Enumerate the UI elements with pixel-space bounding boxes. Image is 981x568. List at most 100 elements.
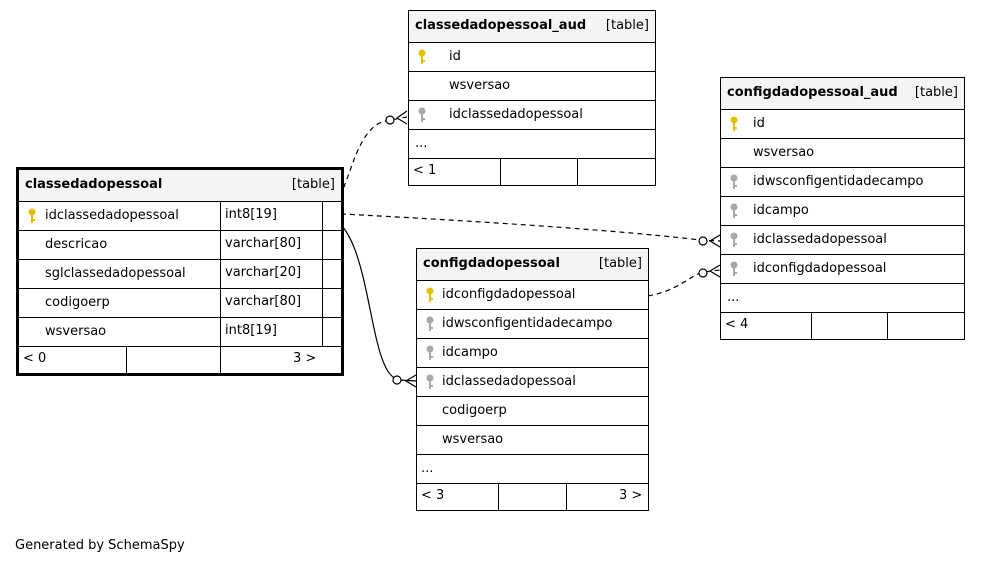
- column-divider: [322, 260, 323, 288]
- column-row[interactable]: wsversao int8[19]: [19, 318, 341, 347]
- table-footer: < 0 3 >: [19, 347, 341, 373]
- gold-key-icon: [730, 116, 738, 131]
- column-type: varchar[20]: [220, 260, 322, 288]
- column-name: idclassedadopessoal: [449, 107, 583, 122]
- column-type: int8[19]: [220, 318, 322, 346]
- column-divider: [322, 289, 323, 317]
- ellipsis: ...: [421, 461, 434, 476]
- column-name: codigoerp: [442, 403, 507, 418]
- column-row[interactable]: idclassedadopessoal int8[19]: [19, 202, 341, 231]
- ellipsis-row: ...: [721, 284, 964, 313]
- column-name: idclassedadopessoal: [442, 374, 576, 389]
- column-name: wsversao: [442, 432, 504, 447]
- footer-divider: [498, 484, 499, 510]
- column-divider: [322, 231, 323, 259]
- generated-by-credit: Generated by SchemaSpy: [15, 538, 185, 553]
- zero-many-marker: [698, 236, 708, 246]
- table-name: configdadopessoal_aud: [727, 85, 898, 100]
- table-header: configdadopessoal [table]: [417, 249, 648, 281]
- column-row[interactable]: id: [721, 110, 964, 139]
- fk-line-configdadopessoal-aud-config: [647, 269, 721, 297]
- gray-key-icon: [730, 261, 738, 276]
- parent-count: < 1: [413, 163, 437, 178]
- column-name: idcampo: [753, 203, 809, 218]
- column-row[interactable]: idwsconfigentidadecampo: [417, 310, 648, 339]
- column-row[interactable]: idclassedadopessoal: [417, 368, 648, 397]
- table-classedadopessoal-aud[interactable]: classedadopessoal_aud [table] id wsversa…: [408, 10, 656, 186]
- table-footer: < 3 3 >: [417, 484, 648, 510]
- column-name: wsversao: [45, 324, 107, 339]
- column-name: codigoerp: [45, 295, 110, 310]
- gold-key-icon: [426, 287, 434, 302]
- ellipsis: ...: [415, 136, 428, 151]
- table-name: classedadopessoal_aud: [415, 18, 587, 33]
- column-name: idclassedadopessoal: [753, 232, 887, 247]
- gray-key-icon: [730, 232, 738, 247]
- footer-divider: [577, 159, 578, 185]
- table-header: classedadopessoal [table]: [19, 170, 341, 202]
- table-name: configdadopessoal: [423, 256, 560, 271]
- parent-count: < 4: [725, 317, 749, 332]
- gray-key-icon: [730, 203, 738, 218]
- column-row[interactable]: idconfigdadopessoal: [721, 255, 964, 284]
- gray-key-icon: [418, 107, 426, 122]
- column-name: descricao: [45, 237, 108, 252]
- column-row[interactable]: wsversao: [417, 426, 648, 455]
- table-configdadopessoal-aud[interactable]: configdadopessoal_aud [table] id wsversa…: [720, 77, 965, 340]
- gray-key-icon: [426, 374, 434, 389]
- gold-key-icon: [418, 49, 426, 64]
- footer-divider: [887, 313, 888, 339]
- column-divider: [322, 202, 323, 230]
- column-row[interactable]: wsversao: [721, 139, 964, 168]
- column-row[interactable]: idcampo: [417, 339, 648, 368]
- column-row[interactable]: wsversao: [409, 72, 655, 101]
- ellipsis: ...: [727, 290, 740, 305]
- column-name: wsversao: [753, 145, 815, 160]
- column-row[interactable]: sglclassedadopessoal varchar[20]: [19, 260, 341, 289]
- column-name: idwsconfigentidadecampo: [753, 174, 924, 189]
- zero-many-marker: [392, 375, 402, 385]
- gray-key-icon: [426, 316, 434, 331]
- footer-divider: [811, 313, 812, 339]
- column-row[interactable]: idclassedadopessoal: [721, 226, 964, 255]
- column-row[interactable]: codigoerp varchar[80]: [19, 289, 341, 318]
- column-row[interactable]: descricao varchar[80]: [19, 231, 341, 260]
- child-count: 3 >: [293, 351, 317, 366]
- column-type: int8[19]: [220, 202, 322, 230]
- column-row[interactable]: id: [409, 43, 655, 72]
- column-name: wsversao: [449, 78, 511, 93]
- column-name: sglclassedadopessoal: [45, 266, 186, 281]
- column-row[interactable]: idwsconfigentidadecampo: [721, 168, 964, 197]
- footer-divider: [220, 347, 221, 373]
- column-type: varchar[80]: [220, 289, 322, 317]
- table-type: [table]: [605, 18, 649, 33]
- parent-count: < 0: [23, 351, 47, 366]
- zero-many-marker: [698, 268, 708, 278]
- column-row[interactable]: idconfigdadopessoal: [417, 281, 648, 310]
- column-divider: [322, 318, 323, 346]
- column-name: idconfigdadopessoal: [753, 261, 887, 276]
- column-name: id: [449, 49, 461, 64]
- footer-divider: [126, 347, 127, 373]
- ellipsis-row: ...: [417, 455, 648, 484]
- table-configdadopessoal[interactable]: configdadopessoal [table] idconfigdadope…: [416, 248, 649, 511]
- column-row[interactable]: codigoerp: [417, 397, 648, 426]
- table-type: [table]: [598, 256, 642, 271]
- footer-divider: [500, 159, 501, 185]
- table-classedadopessoal[interactable]: classedadopessoal [table] idclassedadope…: [16, 167, 344, 376]
- column-row[interactable]: idclassedadopessoal: [409, 101, 655, 130]
- gray-key-icon: [730, 174, 738, 189]
- table-header: configdadopessoal_aud [table]: [721, 78, 964, 110]
- column-name: idwsconfigentidadecampo: [442, 316, 613, 331]
- column-name: idclassedadopessoal: [45, 208, 179, 223]
- column-row[interactable]: idcampo: [721, 197, 964, 226]
- gray-key-icon: [426, 345, 434, 360]
- table-header: classedadopessoal_aud [table]: [409, 11, 655, 43]
- child-count: 3 >: [619, 488, 643, 503]
- parent-count: < 3: [421, 488, 445, 503]
- column-name: idcampo: [442, 345, 498, 360]
- gold-key-icon: [28, 208, 36, 223]
- ellipsis-row: ...: [409, 130, 655, 159]
- table-type: [table]: [914, 85, 958, 100]
